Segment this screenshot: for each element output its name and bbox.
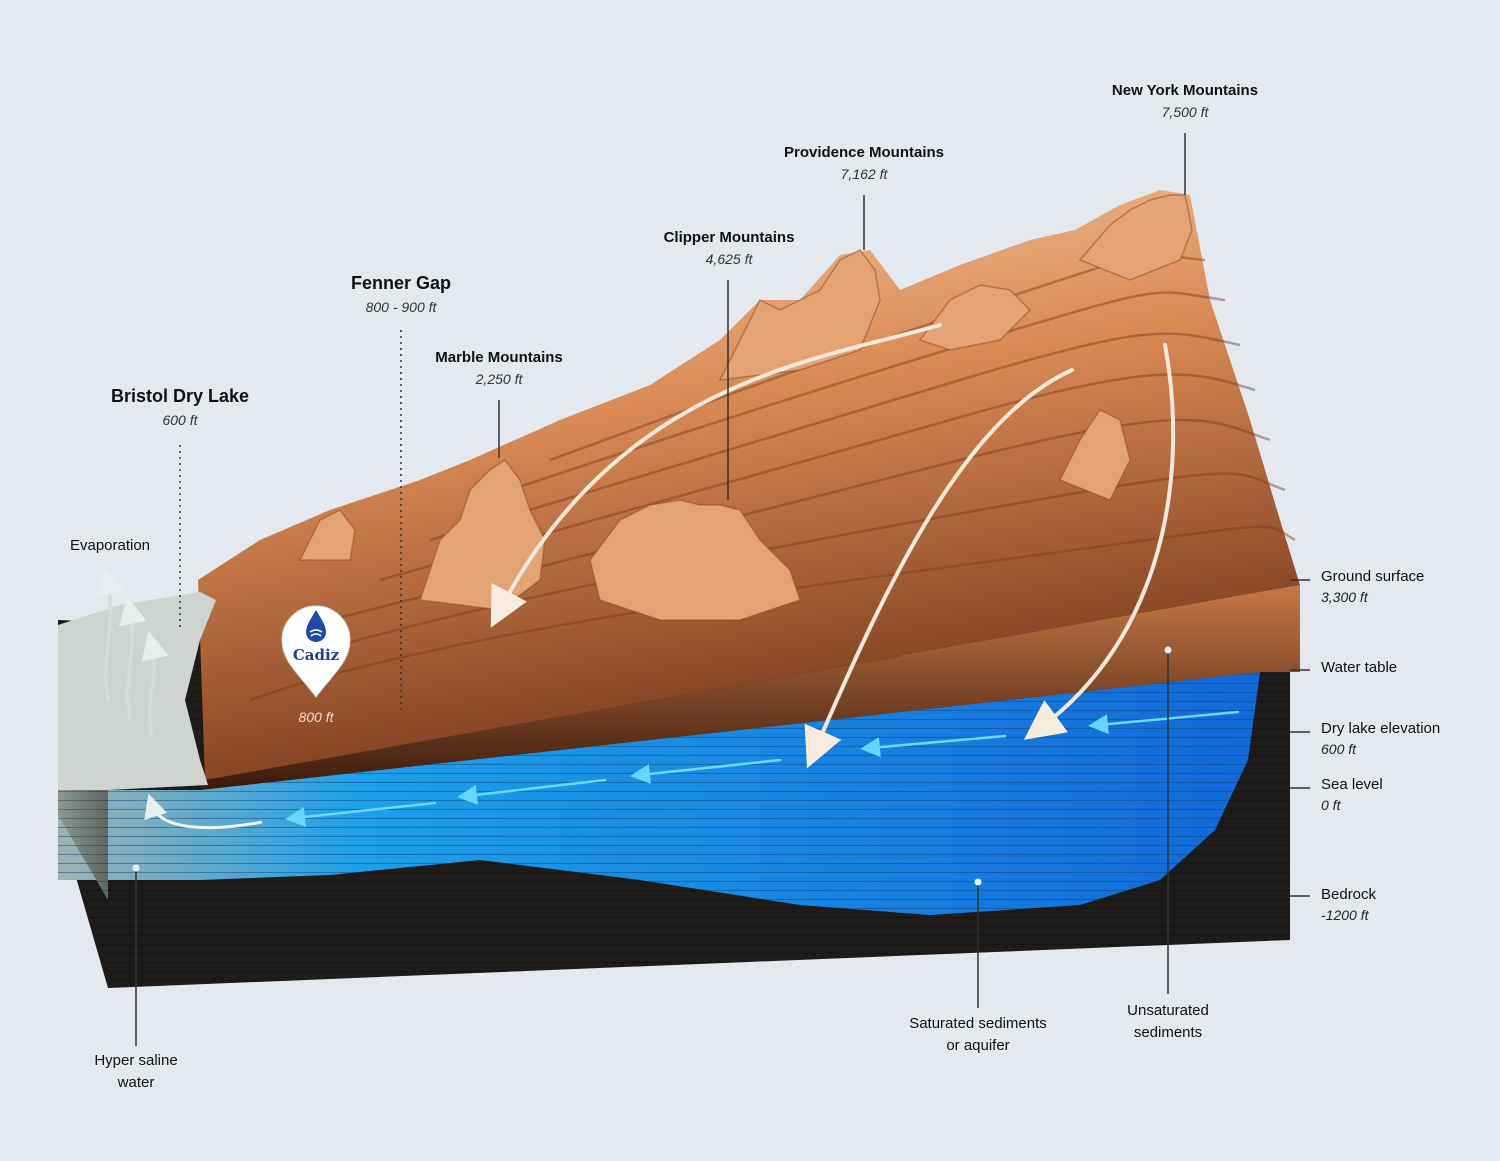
- cadiz-location-pin[interactable]: Cadiz: [281, 605, 351, 698]
- water-table-name: Water table: [1321, 659, 1398, 676]
- label-bristol-dry-lake: Bristol Dry Lake 600 ft: [90, 386, 270, 428]
- saturated-line-1: Saturated sediments: [909, 1015, 1047, 1032]
- label-bedrock: Bedrock -1200 ft: [1321, 886, 1376, 923]
- label-dry-lake-elevation: Dry lake elevation 600 ft: [1321, 720, 1440, 757]
- bristol-name: Bristol Dry Lake: [110, 386, 250, 406]
- cadiz-logo-text: Cadiz: [293, 646, 340, 664]
- label-marble-mountains: Marble Mountains 2,250 ft: [409, 349, 589, 387]
- providence-name: Providence Mountains: [783, 144, 945, 161]
- new-york-mountains: [1078, 194, 1193, 281]
- ground-elevation: 3,300 ft: [1321, 589, 1368, 605]
- bristol-dry-lake-surface: [58, 592, 216, 790]
- bristol-elevation: 600 ft: [162, 412, 198, 428]
- clipper-name: Clipper Mountains: [663, 229, 795, 246]
- marble-name: Marble Mountains: [435, 349, 563, 366]
- sea-level-name: Sea level: [1321, 776, 1383, 793]
- label-water-table: Water table: [1321, 659, 1397, 676]
- evaporation-arrows: [96, 566, 169, 737]
- terrain-surface: [198, 190, 1300, 780]
- bedrock-name: Bedrock: [1321, 886, 1377, 903]
- aquifer-layer: [58, 672, 1260, 915]
- clipper-mountains: [589, 499, 801, 621]
- providence-mountains: [718, 249, 881, 381]
- providence-elevation: 7,162 ft: [840, 166, 888, 182]
- cadiz-elevation: 800 ft: [298, 709, 334, 725]
- unsaturated-line-1: Unsaturated: [1127, 1002, 1209, 1019]
- label-evaporation: Evaporation: [40, 537, 180, 554]
- dry-lake-elevation: 600 ft: [1321, 741, 1357, 757]
- west-knob: [298, 509, 356, 561]
- marble-mountains: [418, 458, 546, 611]
- label-ground-surface: Ground surface 3,300 ft: [1321, 568, 1424, 605]
- sea-level-elevation: 0 ft: [1321, 797, 1341, 813]
- marble-elevation: 2,250 ft: [475, 371, 523, 387]
- unsaturated-front-face: [200, 585, 1300, 790]
- east-hills: [1058, 409, 1131, 501]
- saturated-line-2: or aquifer: [946, 1037, 1010, 1054]
- newyork-name: New York Mountains: [1111, 82, 1259, 99]
- label-unsaturated-sediments: Unsaturated sediments: [1088, 1000, 1248, 1044]
- hyper-line-1: Hyper saline: [94, 1052, 178, 1069]
- upwelling-arrow: [144, 793, 263, 830]
- label-hyper-saline-water: Hyper saline water: [66, 1050, 206, 1094]
- label-sea-level: Sea level 0 ft: [1321, 776, 1383, 813]
- label-cadiz-elevation: 800 ft: [276, 709, 356, 725]
- label-clipper-mountains: Clipper Mountains 4,625 ft: [629, 229, 829, 267]
- mountain-peaks: [298, 194, 1193, 621]
- label-new-york-mountains: New York Mountains 7,500 ft: [1075, 82, 1295, 120]
- unsaturated-line-2: sediments: [1133, 1024, 1203, 1041]
- surface-runoff-arrows: [490, 323, 1176, 769]
- fenner-elevation: 800 - 900 ft: [365, 299, 437, 315]
- dry-lake-name: Dry lake elevation: [1321, 720, 1441, 737]
- secondary-ridge: [918, 284, 1032, 351]
- label-saturated-sediments: Saturated sediments or aquifer: [878, 1013, 1078, 1057]
- leader-lines: [135, 133, 1310, 1046]
- label-providence-mountains: Providence Mountains 7,162 ft: [754, 144, 974, 182]
- clipper-elevation: 4,625 ft: [705, 251, 753, 267]
- fenner-name: Fenner Gap: [350, 273, 452, 293]
- label-fenner-gap: Fenner Gap 800 - 900 ft: [311, 273, 491, 315]
- ground-name: Ground surface: [1321, 568, 1425, 585]
- newyork-elevation: 7,500 ft: [1161, 104, 1209, 120]
- bedrock-elevation: -1200 ft: [1321, 907, 1369, 923]
- groundwater-flow-arrows: [285, 710, 1240, 827]
- water-drop-icon: [306, 610, 326, 642]
- hyper-line-2: water: [117, 1074, 155, 1091]
- leader-dots: [132, 646, 1172, 886]
- evaporation-text: Evaporation: [69, 537, 151, 554]
